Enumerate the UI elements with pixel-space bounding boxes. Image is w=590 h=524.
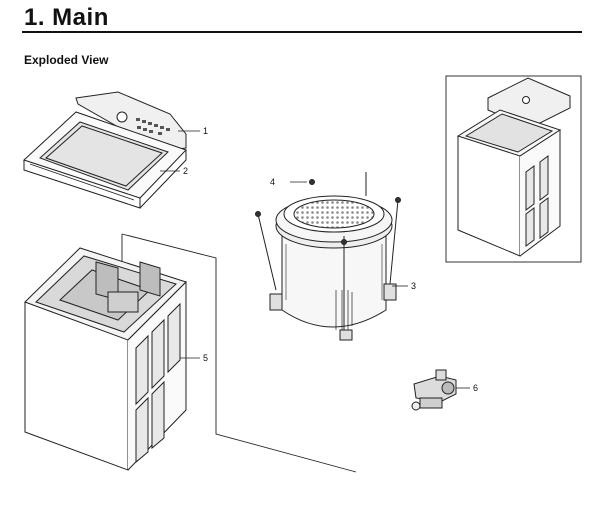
callout-2: 2 [183,166,188,176]
cabinet-assembly [24,247,187,471]
water-valve-part [411,369,457,411]
callout-3: 3 [411,281,416,291]
title-underline [22,31,582,33]
tub-assembly [255,172,401,341]
callout-6: 6 [473,383,478,393]
section-subtitle: Exploded View [24,53,109,67]
top-cover-assembly [23,91,187,209]
assembled-washer-reference [445,75,582,263]
assembly-guide-lines [121,233,357,473]
page-title: 1. Main [24,4,109,31]
callout-4: 4 [270,177,275,187]
callout-1: 1 [203,126,208,136]
callout-5: 5 [203,353,208,363]
